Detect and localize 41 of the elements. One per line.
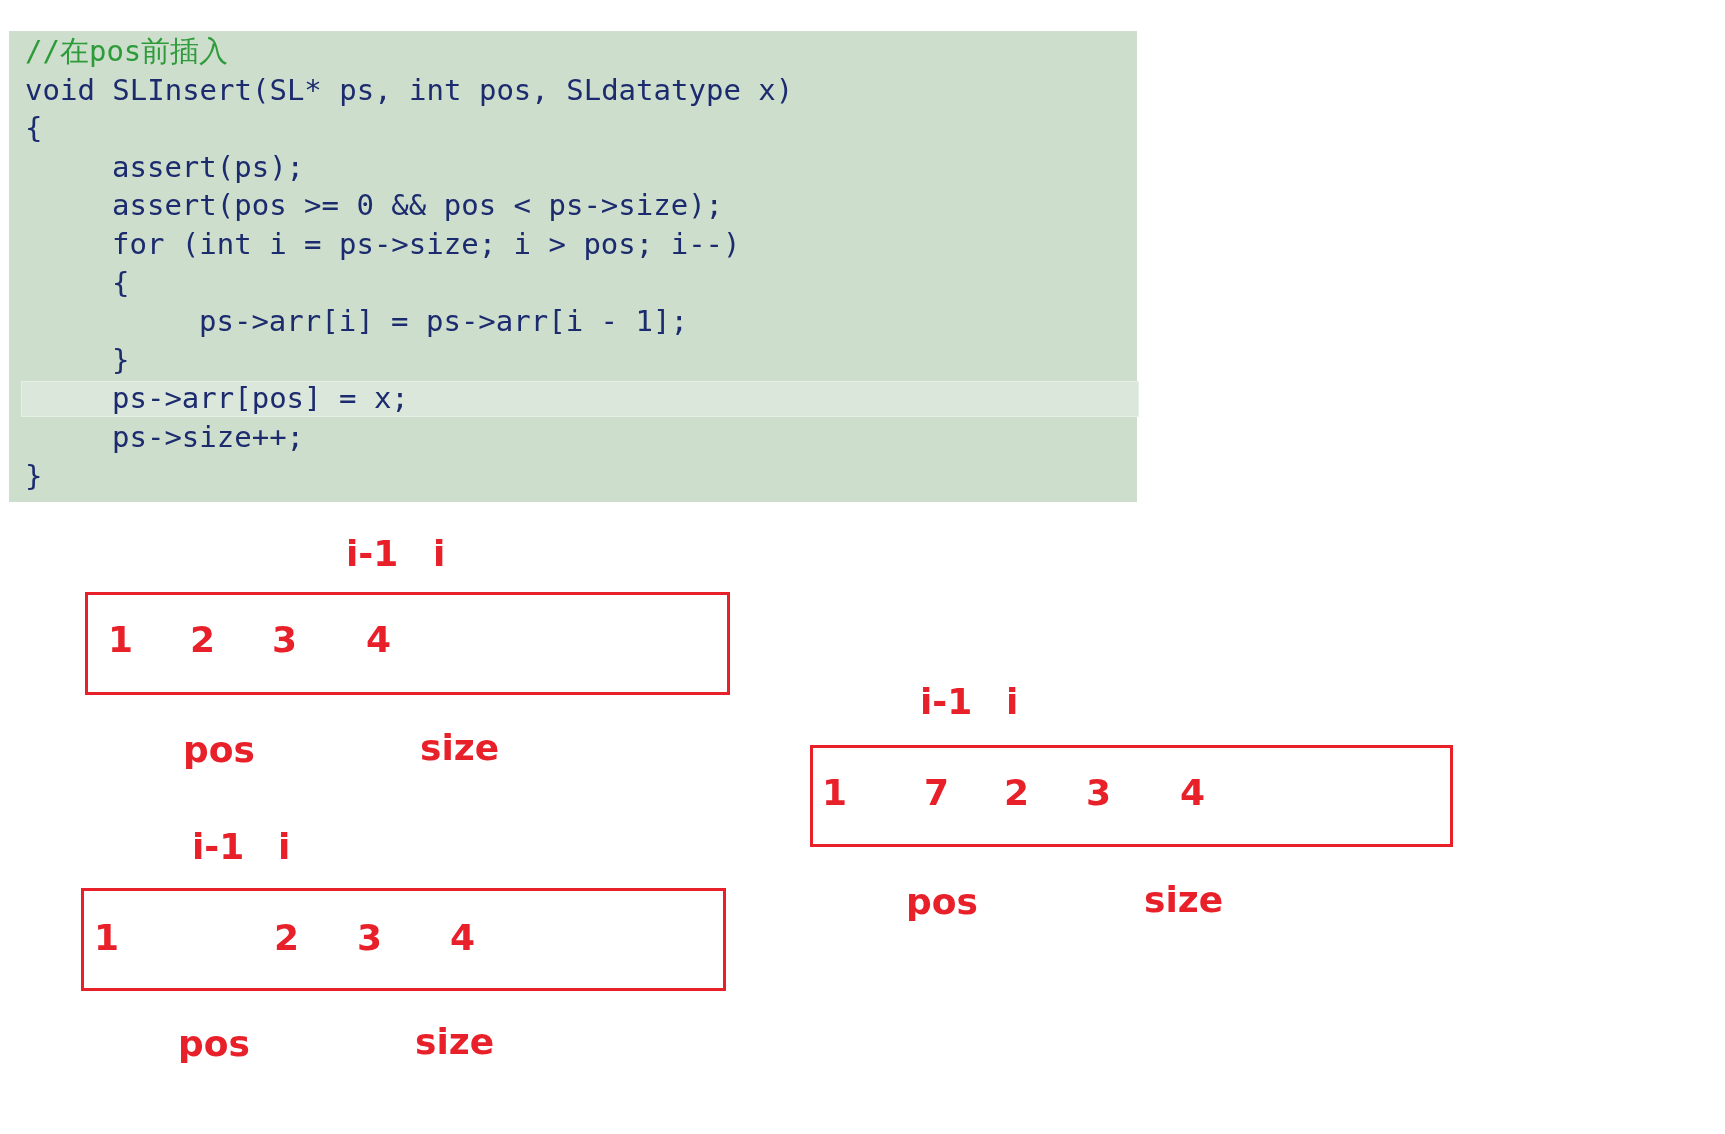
code-line: void SLInsert(SL* ps, int pos, SLdatatype x) <box>25 71 794 108</box>
index-label: i-1 <box>920 682 973 722</box>
array-value: 4 <box>366 620 392 660</box>
code-panel <box>9 31 1137 502</box>
code-line: ps->size++; <box>112 419 305 455</box>
index-label: i-1 <box>346 534 399 574</box>
code-line: } <box>112 341 130 378</box>
array-box <box>85 592 730 695</box>
array-box <box>81 888 726 991</box>
code-comment: //在pos前插入 <box>25 33 229 69</box>
code-line: ps->arr[pos] = x; <box>112 380 409 417</box>
array-value: 3 <box>272 620 298 660</box>
index-label: i <box>1006 682 1019 722</box>
index-label: i <box>433 534 446 574</box>
pointer-label: size <box>420 728 500 768</box>
code-line: } <box>25 457 43 494</box>
array-value: 1 <box>94 918 120 958</box>
pointer-label: pos <box>906 882 978 922</box>
code-line: { <box>112 264 130 301</box>
array-value: 7 <box>924 773 950 813</box>
pointer-label: size <box>1144 880 1224 920</box>
pointer-label: size <box>415 1022 495 1062</box>
array-value: 4 <box>450 918 476 958</box>
code-line: assert(pos >= 0 && pos < ps->size); <box>112 187 724 224</box>
code-line: for (int i = ps->size; i > pos; i--) <box>112 226 741 262</box>
array-value: 1 <box>108 620 134 660</box>
array-value: 2 <box>190 620 216 660</box>
array-value: 3 <box>357 918 383 958</box>
code-line: assert(ps); <box>112 148 305 185</box>
index-label: i-1 <box>192 827 245 867</box>
pointer-label: pos <box>178 1024 250 1064</box>
array-value: 4 <box>1180 773 1206 813</box>
code-line: { <box>25 110 43 147</box>
array-value: 2 <box>274 918 300 958</box>
array-value: 1 <box>822 773 848 813</box>
index-label: i <box>278 827 291 867</box>
code-line: ps->arr[i] = ps->arr[i - 1]; <box>199 303 688 340</box>
pointer-label: pos <box>183 730 255 770</box>
array-box <box>810 745 1453 847</box>
array-value: 3 <box>1086 773 1112 813</box>
array-value: 2 <box>1004 773 1030 813</box>
